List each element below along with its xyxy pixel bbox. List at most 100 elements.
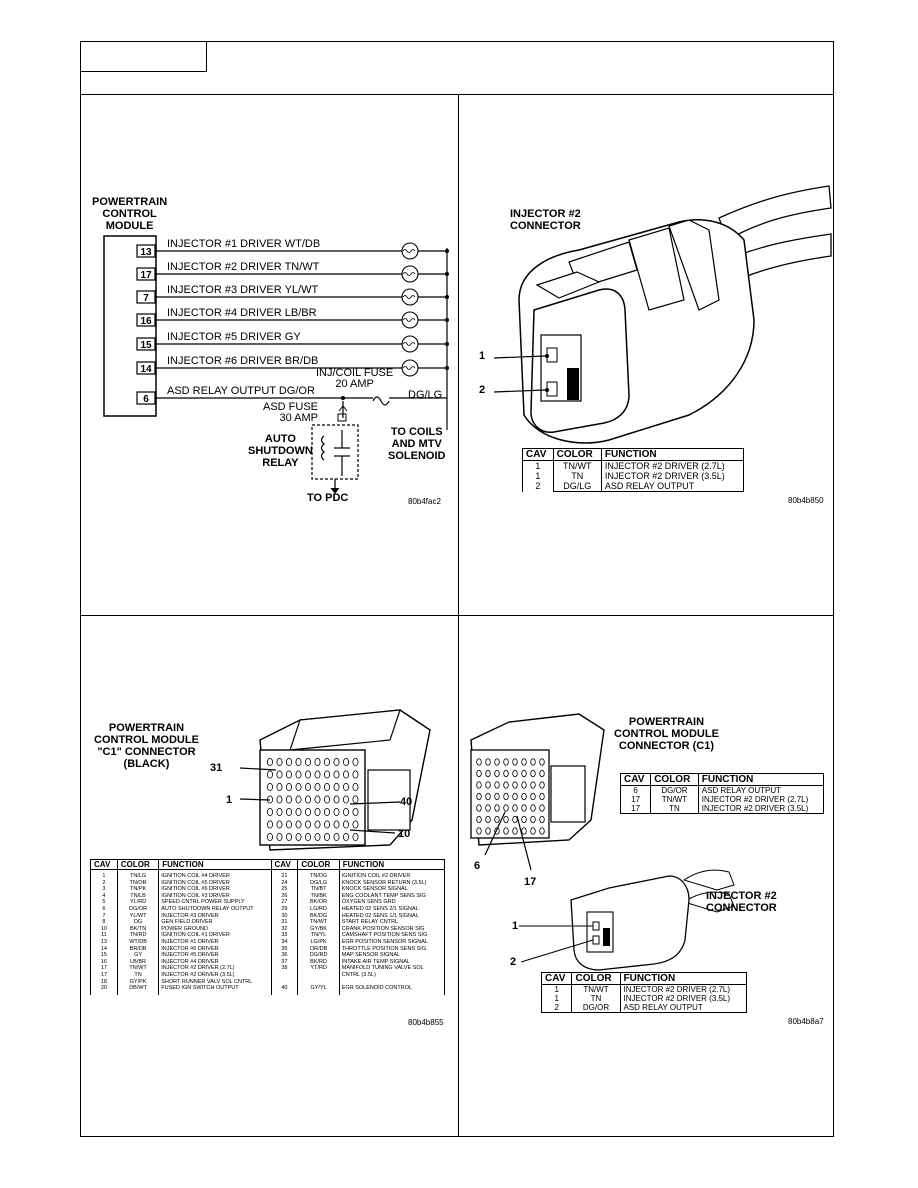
function-value: INTAKE AIR TEMP SIGNAL	[341, 958, 410, 965]
col-header-color: COLOR	[552, 448, 602, 461]
injector2-bottom-title: INJECTOR #2 CONNECTOR	[706, 890, 777, 914]
connector-pin	[295, 820, 302, 829]
color-value: TN/WT	[661, 795, 688, 804]
cav-value: 1	[535, 461, 541, 471]
connector-pin	[485, 815, 491, 824]
connector-pin	[530, 758, 536, 766]
table-cell: ASD RELAY OUTPUT INJECTOR #2 DRIVER (2.7…	[697, 785, 825, 814]
connector-pin	[476, 827, 482, 835]
injector2-connector-drawing	[493, 185, 832, 444]
connector-pin	[530, 781, 536, 789]
connector-pin	[476, 781, 482, 789]
connector-pin	[266, 782, 273, 792]
column-divider	[458, 95, 459, 1137]
pcm-c1-connector-drawing	[240, 709, 431, 851]
page-frame	[80, 41, 834, 1137]
pcm-c1-small-title: POWERTRAIN CONTROL MODULE CONNECTOR (C1)	[614, 716, 719, 752]
color-value: BK/OR	[310, 899, 328, 906]
title-line: INJECTOR #2	[706, 890, 777, 902]
table-row: 1 1 2 TN/WT TN DG/LG INJECTOR #2 DRIVER …	[522, 460, 745, 492]
connector-pin	[286, 782, 293, 792]
connector-pin	[324, 782, 331, 792]
connector-pin	[333, 770, 340, 779]
connector-pin	[352, 782, 359, 792]
connector-pin	[276, 782, 283, 792]
to-coils-label: TO COILS AND MTV SOLENOID	[388, 426, 445, 462]
figure-id: 80b4fac2	[408, 497, 441, 506]
connector-pin	[314, 757, 321, 767]
cav-value: 17	[631, 804, 641, 813]
cav-value: 15	[100, 952, 107, 959]
color-value: TN/PK	[129, 886, 147, 893]
connector-pin	[324, 770, 331, 779]
connector-pin	[333, 782, 340, 792]
cav-value: 4	[102, 892, 106, 899]
connector-pin	[333, 820, 340, 829]
color-value: TN/OR	[129, 879, 147, 886]
cav-value: 7	[102, 912, 106, 919]
connector-pin	[539, 781, 545, 789]
color-value: TN/BT	[310, 886, 327, 893]
cav-value: 21	[281, 873, 288, 879]
inj-coil-fuse-symbol	[372, 396, 390, 406]
function-value: SPEED CNTRL POWER SUPPLY	[161, 899, 245, 906]
function-value: INJECTOR #5 DRIVER	[161, 952, 219, 959]
circuit-label: INJECTOR #1 DRIVER WT/DB	[167, 238, 320, 250]
cav-value: 13	[100, 938, 107, 945]
cavity-number: 14	[140, 364, 152, 375]
connector-pin	[512, 781, 518, 789]
cav-value: 36	[281, 952, 288, 959]
color-value: YL/WT	[129, 912, 147, 919]
circuit-label: INJECTOR #5 DRIVER GY	[167, 331, 301, 343]
figure-id: 80b4b850	[788, 496, 824, 505]
function-value: INJECTOR #4 DRIVER	[161, 958, 219, 965]
table-cell: TN/WT TN DG/LG	[552, 460, 602, 492]
color-value: TN/BK	[310, 892, 327, 899]
to-pdc-arrow	[330, 487, 340, 494]
connector-pin	[266, 820, 273, 829]
color-value: TN/LG	[129, 873, 147, 879]
figure-id: 80b4b8a7	[788, 1017, 824, 1026]
connector-pin	[305, 820, 312, 829]
cav-value: 2	[554, 1003, 559, 1012]
function-value: HEATED 02 SENS 2/1 SIGNAL	[341, 905, 419, 912]
color-value: GY	[134, 952, 143, 959]
function-value: IGNITION COIL #2 DRIVER	[341, 873, 411, 879]
connector-pin	[305, 832, 312, 842]
connector-pin	[494, 769, 500, 778]
connector-pin	[276, 820, 283, 829]
cav-value: 32	[281, 925, 288, 932]
connector-pin	[286, 795, 293, 804]
circuit-label: INJECTOR #2 DRIVER TN/WT	[167, 261, 320, 273]
connector-pin	[521, 758, 527, 766]
cav-value: 6	[633, 786, 638, 795]
injector-symbol	[401, 242, 419, 260]
connector-pin	[352, 820, 359, 829]
connector-pin	[333, 832, 340, 842]
col-header-function: FUNCTION	[158, 859, 272, 870]
connector-pin	[503, 769, 509, 778]
pin-10-label: 10	[398, 828, 411, 840]
connector-pin	[494, 792, 500, 801]
color-value: GY/YL	[310, 985, 327, 992]
connector-pin	[324, 832, 331, 842]
table-cell: DG/OR TN/WT TN	[650, 785, 699, 814]
connector-pin	[530, 769, 536, 778]
cav-value: 17	[100, 965, 107, 972]
relay-label-line: AUTO	[264, 433, 296, 445]
injector2-pinout-table: CAV COLOR FUNCTION 1 1 2 TN/WT TN DG/LG …	[522, 448, 745, 492]
connector-pin	[305, 757, 312, 767]
injector-coil	[402, 295, 416, 299]
connector-pin	[286, 757, 293, 767]
connector-pin	[485, 781, 491, 789]
color-value: LG/RD	[310, 905, 327, 912]
function-value: INJECTOR #1 DRIVER	[161, 938, 219, 945]
title-line: (BLACK)	[123, 758, 170, 770]
cav-value: 27	[281, 899, 288, 906]
cav-value: 17	[100, 971, 107, 978]
color-value: DG/OR	[129, 905, 148, 912]
connector-pin	[512, 758, 518, 766]
